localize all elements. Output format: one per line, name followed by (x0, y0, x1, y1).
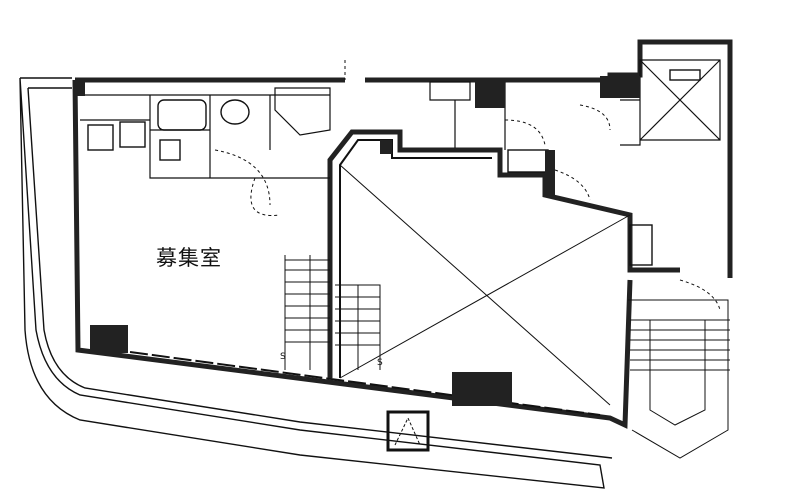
stair-left (284, 255, 381, 370)
balcony-outline (19, 77, 605, 489)
stair-right (628, 299, 730, 459)
stair-mark: S (280, 352, 286, 362)
stair-mark: S (377, 358, 383, 368)
bathtub (157, 99, 207, 131)
balcony-window-line (129, 351, 601, 416)
floor-hatch (386, 410, 430, 452)
room-label: 募集室 (156, 246, 222, 270)
void-cross (339, 164, 631, 406)
interior-wall (327, 129, 680, 378)
toilet (220, 99, 250, 125)
